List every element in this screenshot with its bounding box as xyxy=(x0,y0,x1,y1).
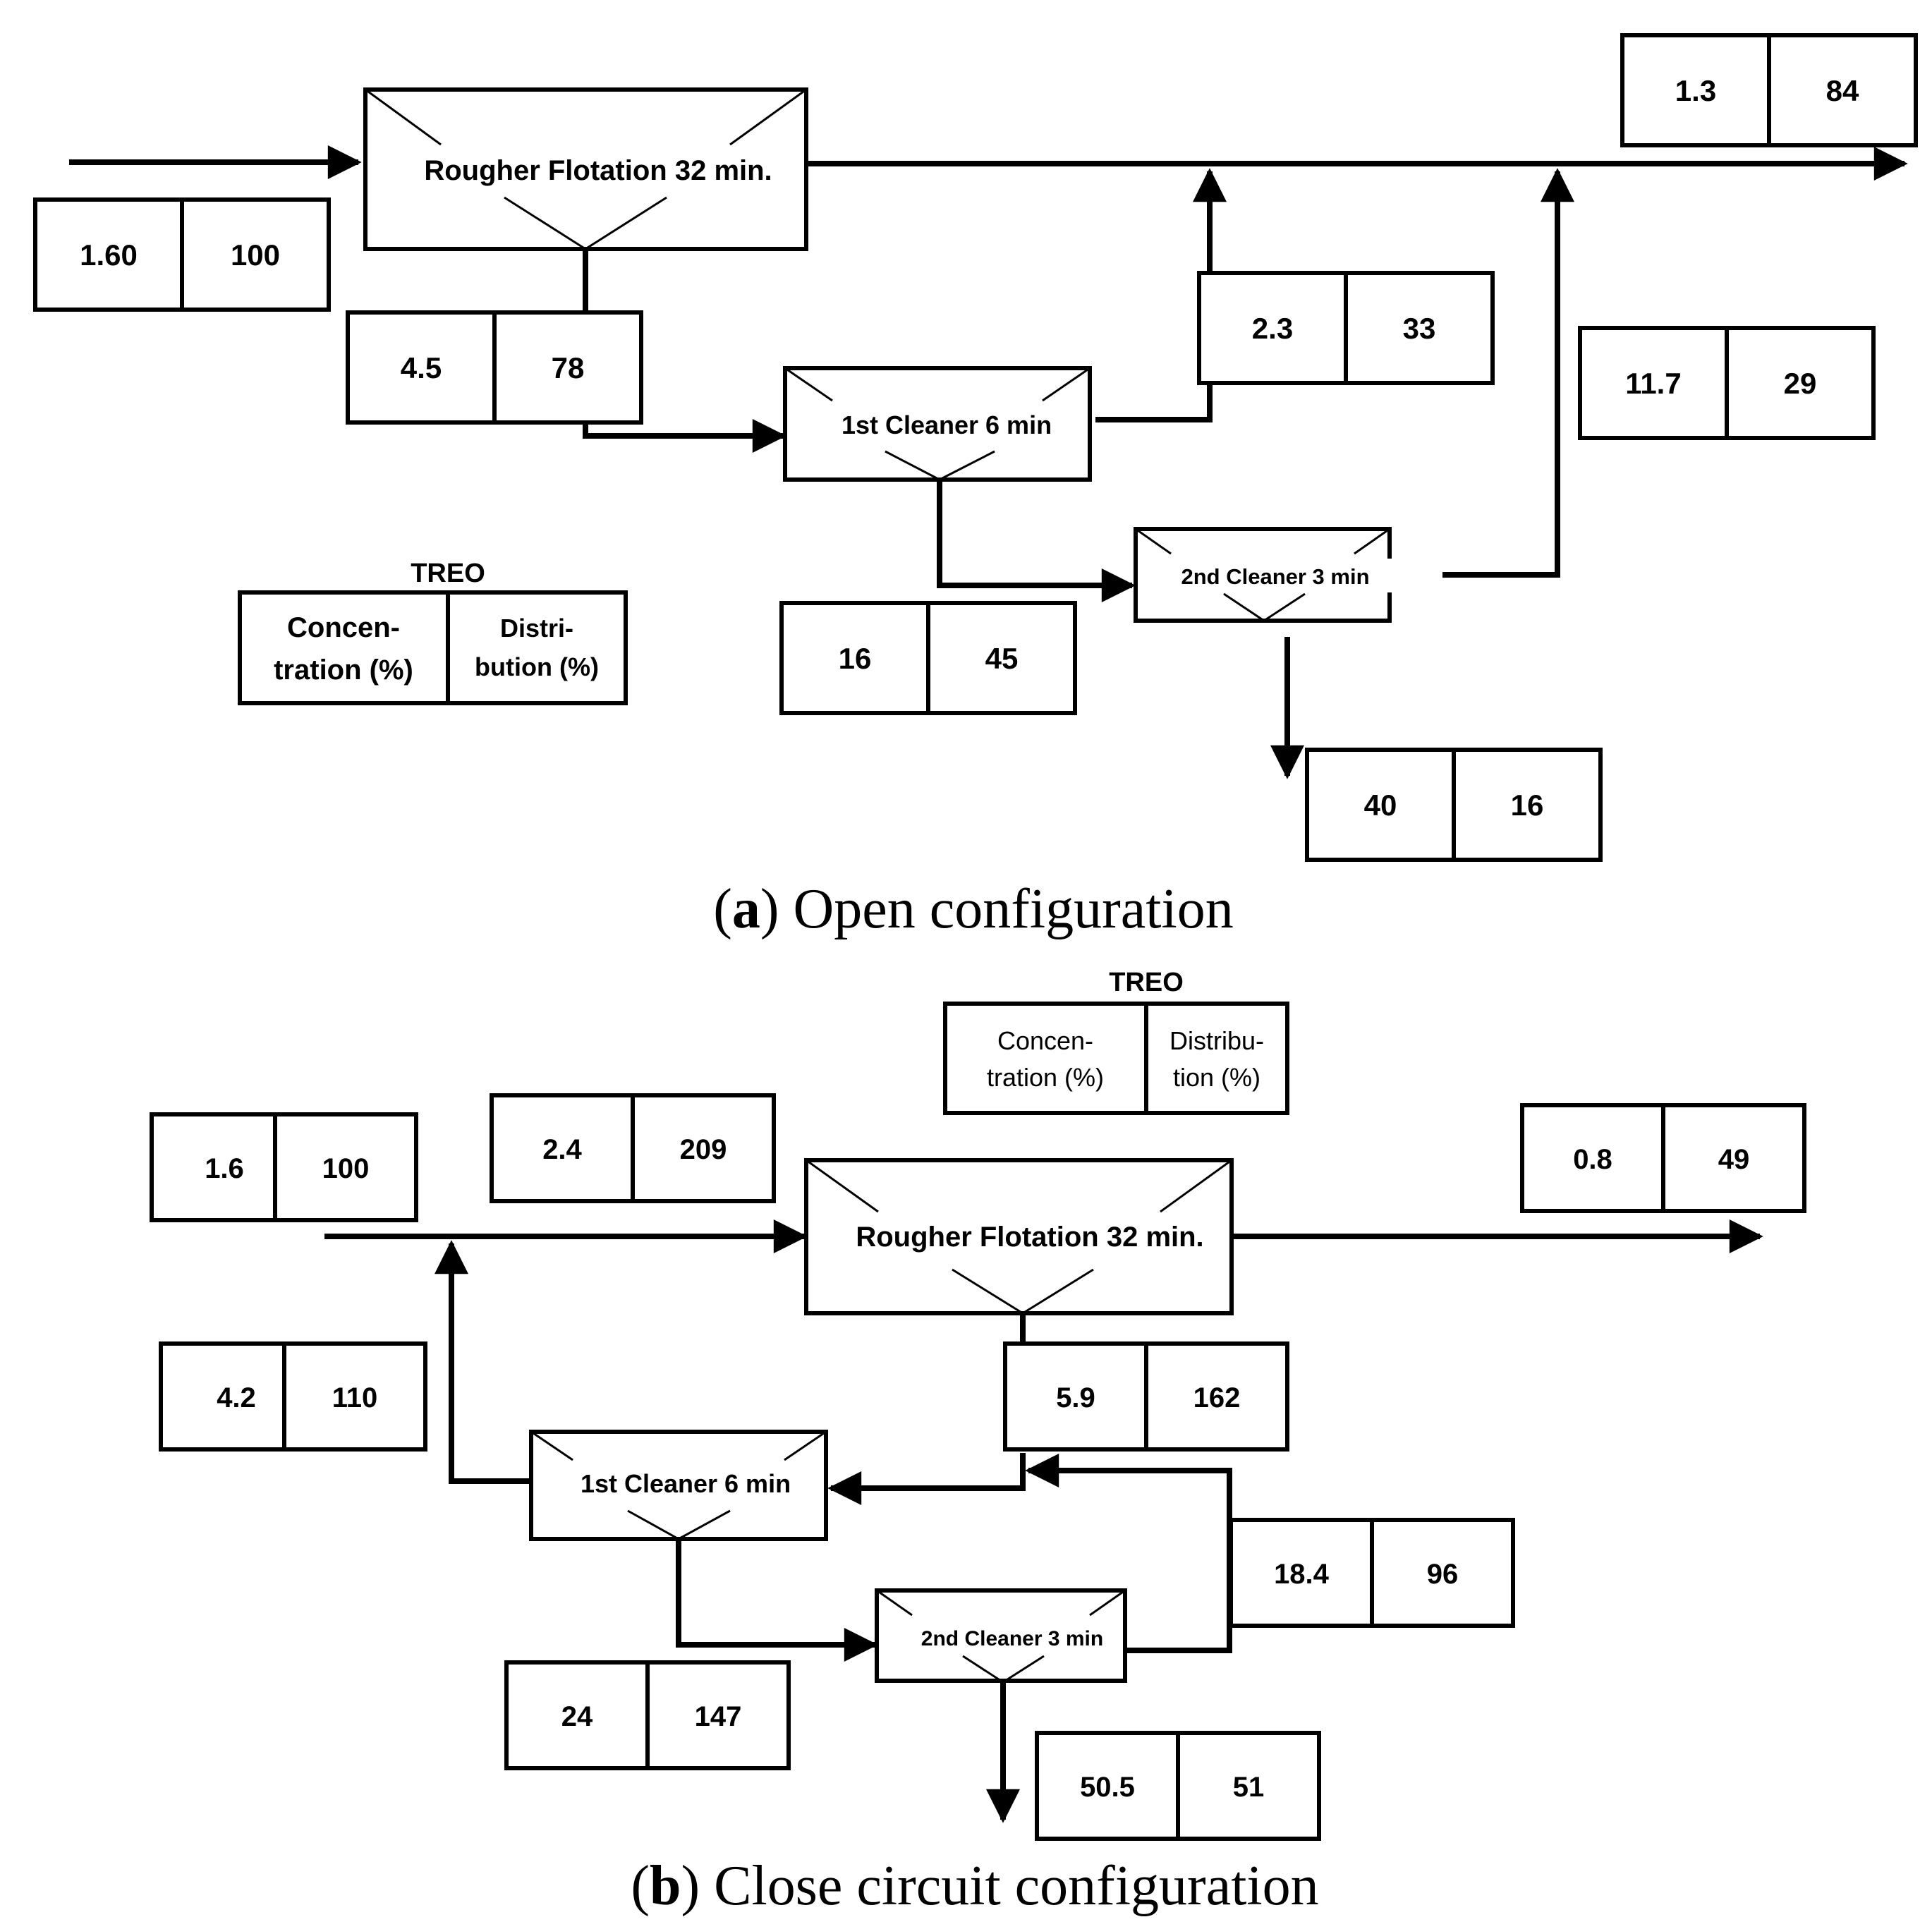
distribution-value: 96 xyxy=(1427,1559,1459,1590)
concentration-value: 1.3 xyxy=(1675,74,1716,107)
distribution-value: 16 xyxy=(1511,789,1544,822)
stream-box-cleaner2-tail: 18.4 96 xyxy=(1229,1518,1515,1628)
cleaner1-tail-arrow xyxy=(1095,168,1227,422)
legend: TREO Concen- tration (%) Distri- bution … xyxy=(238,559,628,705)
stream-box-final-tail: 1.3 84 xyxy=(1620,33,1918,147)
legend-col2-line2: bution (%) xyxy=(475,652,599,681)
caption-letter: a xyxy=(732,878,760,940)
cleaner1-cell: 1st Cleaner 6 min xyxy=(529,1430,828,1541)
distribution-value: 51 xyxy=(1233,1772,1265,1803)
cleaner1-label: 1st Cleaner 6 min xyxy=(581,1469,791,1498)
caption-b: (b) Close circuit configuration xyxy=(631,1855,1318,1917)
legend-col2-line1: Distribu- xyxy=(1169,1026,1264,1055)
concentration-value: 50.5 xyxy=(1080,1772,1135,1803)
legend-col1-line1: Concen- xyxy=(287,612,400,643)
concentration-value: 18.4 xyxy=(1274,1559,1330,1590)
stream-box-feed: 1.6 100 xyxy=(150,1112,418,1222)
caption-text: Close circuit configuration xyxy=(714,1855,1319,1917)
concentration-value: 40 xyxy=(1364,789,1397,822)
rougher-cell: Rougher Flotation 32 min. xyxy=(363,87,808,251)
concentration-value: 4.5 xyxy=(401,351,442,384)
distribution-value: 33 xyxy=(1403,312,1436,345)
distribution-value: 49 xyxy=(1718,1144,1750,1175)
concentration-value: 11.7 xyxy=(1625,367,1681,400)
stream-box-cleaner1-conc: 24 147 xyxy=(504,1660,791,1770)
stream-box-rougher-conc: 4.5 78 xyxy=(346,310,643,425)
to-cleaner1-arrow xyxy=(827,1453,1026,1505)
stream-box-cleaner2-conc: 50.5 51 xyxy=(1035,1731,1321,1841)
stream-box-cleaner1-tail: 4.2 110 xyxy=(159,1341,427,1452)
stream-box-final-tail: 0.8 49 xyxy=(1520,1103,1806,1213)
legend: TREO Concen- tration (%) Distribu- tion … xyxy=(943,968,1289,1115)
concentration-value: 16 xyxy=(839,642,872,675)
cleaner1-recycle-arrow xyxy=(435,1240,531,1484)
legend-col1-line2: tration (%) xyxy=(274,655,413,686)
distribution-value: 100 xyxy=(322,1153,370,1184)
legend-col2-line2: tion (%) xyxy=(1173,1063,1260,1092)
concentration-value: 2.4 xyxy=(542,1134,582,1165)
to-cleaner2-arrow xyxy=(937,480,1136,602)
caption-a: (a) Open configuration xyxy=(713,878,1234,940)
legend-col1-line1: Concen- xyxy=(997,1026,1093,1055)
stream-box-cleaner2-tail: 11.7 29 xyxy=(1578,326,1876,440)
distribution-value: 209 xyxy=(680,1134,727,1165)
rougher-cell: Rougher Flotation 32 min. xyxy=(804,1158,1234,1315)
concentration-value: 24 xyxy=(561,1701,593,1732)
cleaner2-label: 2nd Cleaner 3 min xyxy=(1181,564,1369,589)
legend-col2-line1: Distri- xyxy=(500,614,573,643)
rougher-label: Rougher Flotation 32 min. xyxy=(856,1222,1203,1253)
concentration-value: 5.9 xyxy=(1056,1382,1095,1413)
distribution-value: 110 xyxy=(332,1382,378,1413)
legend-title: TREO xyxy=(411,559,485,588)
concentration-value: 0.8 xyxy=(1573,1144,1612,1175)
stream-box-rougher-conc: 5.9 162 xyxy=(1003,1341,1289,1452)
stream-box-cleaner1-conc: 16 45 xyxy=(779,601,1077,715)
stream-box-feed: 1.60 100 xyxy=(33,197,331,312)
to-cleaner2-arrow xyxy=(676,1538,878,1662)
cleaner2-tail-arrow xyxy=(1442,168,1574,578)
distribution-value: 162 xyxy=(1193,1382,1241,1413)
rougher-label: Rougher Flotation 32 min. xyxy=(424,155,772,186)
stream-box-cleaner1-tail: 2.3 33 xyxy=(1197,271,1495,385)
distribution-value: 84 xyxy=(1826,74,1859,107)
concentration-value: 4.2 xyxy=(217,1382,256,1413)
distribution-value: 147 xyxy=(695,1701,742,1732)
concentration-value: 1.6 xyxy=(205,1153,244,1184)
panel-b: Rougher Flotation 32 min. 1st Cleaner 6 … xyxy=(150,968,1806,1917)
cleaner2-label: 2nd Cleaner 3 min xyxy=(921,1627,1103,1650)
stream-box-cleaner2-conc: 40 16 xyxy=(1305,748,1603,862)
to-cleaner1-arrow xyxy=(583,419,786,453)
distribution-value: 100 xyxy=(231,238,280,272)
caption-text: Open configuration xyxy=(794,878,1234,940)
cleaner1-cell: 1st Cleaner 6 min xyxy=(783,366,1092,482)
legend-title: TREO xyxy=(1109,968,1184,997)
concentration-value: 2.3 xyxy=(1252,312,1293,345)
stream-box-combined-feed: 2.4 209 xyxy=(490,1093,776,1203)
cleaner2-cell: 2nd Cleaner 3 min xyxy=(1134,527,1398,623)
cleaner2-cell: 2nd Cleaner 3 min xyxy=(875,1588,1127,1684)
caption-letter: b xyxy=(650,1855,681,1917)
concentration-value: 1.60 xyxy=(80,238,138,272)
cleaner1-label: 1st Cleaner 6 min xyxy=(842,410,1052,439)
distribution-value: 45 xyxy=(985,642,1019,675)
distribution-value: 78 xyxy=(552,351,585,384)
legend-col1-line2: tration (%) xyxy=(987,1063,1104,1092)
panel-a: Rougher Flotation 32 min. 1st Cleaner 6 … xyxy=(33,33,1918,940)
distribution-value: 29 xyxy=(1784,367,1817,400)
